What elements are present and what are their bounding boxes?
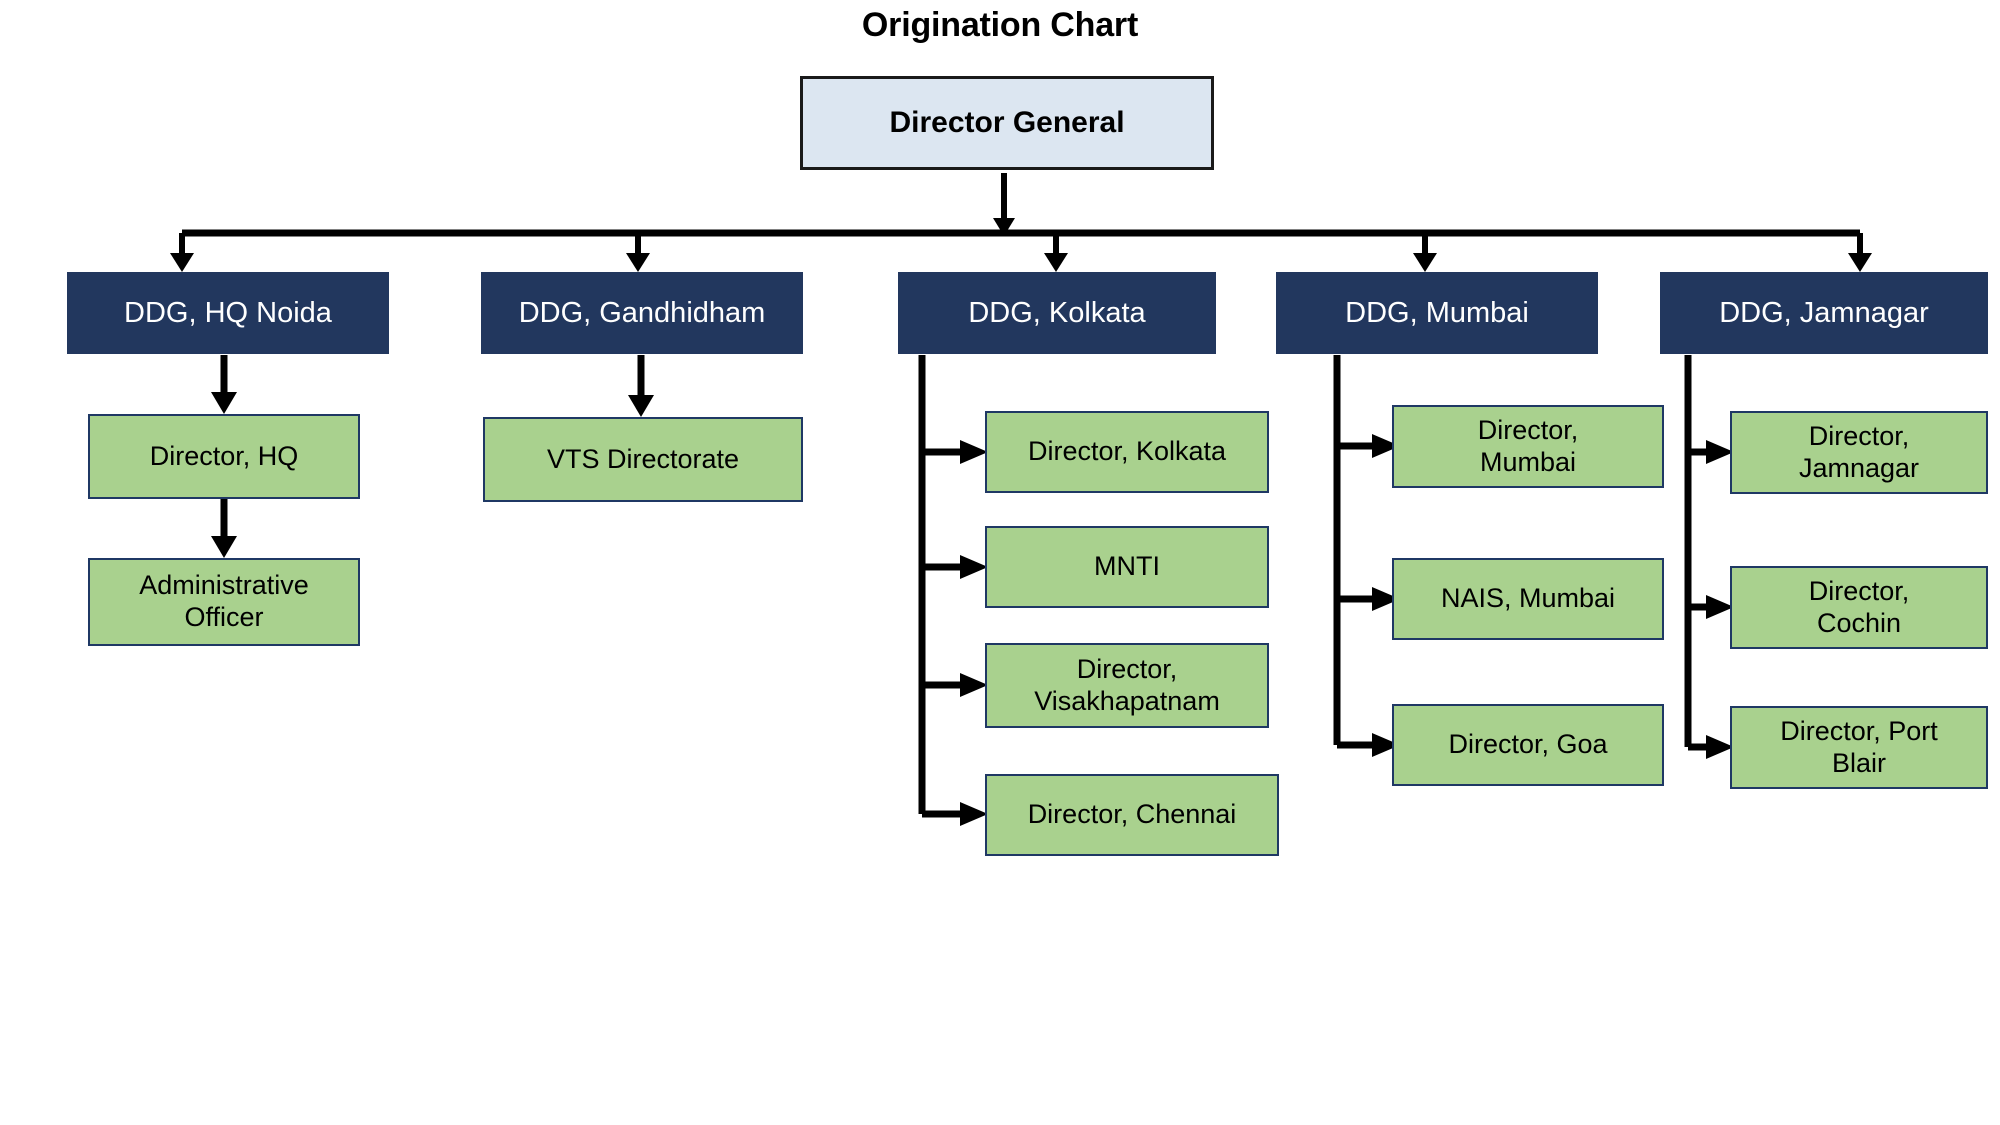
- node-label: Administrative Officer: [139, 570, 309, 632]
- node-label: Director, Visakhapatnam: [1034, 653, 1220, 716]
- node-director-jamnagar[interactable]: Director, Jamnagar: [1730, 411, 1988, 494]
- page-title: Origination Chart: [861, 6, 1139, 44]
- edge-ddg-jamnagar-to-director-cochin: [1688, 595, 1734, 619]
- edge-bus-to-ddg-jamnagar: [1848, 233, 1872, 272]
- node-director-mumbai[interactable]: Director, Mumbai: [1392, 405, 1664, 488]
- node-ddg-mumbai[interactable]: DDG, Mumbai: [1276, 272, 1598, 354]
- node-label: Director, Cochin: [1808, 575, 1910, 638]
- edge-ddg-kolkata-to-director-kolkata: [922, 440, 988, 464]
- edge-bus-to-ddg-mumbai: [1413, 233, 1437, 272]
- node-director-hq[interactable]: Director, HQ: [88, 414, 360, 499]
- node-label: MNTI: [1094, 551, 1160, 582]
- edge-bus-to-ddg-gandhidham: [626, 233, 650, 272]
- node-director-kolkata[interactable]: Director, Kolkata: [985, 411, 1269, 493]
- node-director-visakhapatnam[interactable]: Director, Visakhapatnam: [985, 643, 1269, 728]
- node-label: DDG, Jamnagar: [1719, 296, 1929, 329]
- node-ddg-gandhidham[interactable]: DDG, Gandhidham: [481, 272, 803, 354]
- edge-bus-to-ddg-hq-noida: [170, 233, 194, 272]
- node-label: DDG, Gandhidham: [518, 296, 766, 329]
- edge-ddg-hq-noida-to-director-hq: [211, 355, 237, 414]
- edge-ddg-jamnagar-to-director-jamnagar: [1688, 440, 1734, 464]
- node-director-port-blair[interactable]: Director, Port Blair: [1730, 706, 1988, 789]
- edge-ddg-kolkata-to-director-chennai: [922, 802, 988, 826]
- node-label: Director, Port Blair: [1780, 715, 1938, 778]
- node-label: DDG, Mumbai: [1345, 296, 1529, 329]
- edge-ddg-mumbai-to-director-goa: [1337, 733, 1400, 757]
- node-ddg-kolkata[interactable]: DDG, Kolkata: [898, 272, 1216, 354]
- node-label: VTS Directorate: [546, 443, 740, 474]
- edge-ddg-mumbai-to-director-mumbai: [1337, 434, 1400, 458]
- node-label: Director General: [889, 106, 1125, 140]
- edge-bus-to-ddg-kolkata: [1044, 233, 1068, 272]
- edge-ddg-kolkata-to-director-visakhapatnam: [922, 673, 988, 697]
- edge-ddg-jamnagar-to-director-port-blair: [1688, 735, 1734, 759]
- node-director-cochin[interactable]: Director, Cochin: [1730, 566, 1988, 649]
- node-director-chennai[interactable]: Director, Chennai: [985, 774, 1279, 856]
- edge-ddg-kolkata-to-mnti: [922, 555, 988, 579]
- node-mnti[interactable]: MNTI: [985, 526, 1269, 608]
- node-label: Director, Kolkata: [1027, 436, 1227, 467]
- node-vts-directorate[interactable]: VTS Directorate: [483, 417, 803, 502]
- edge-ddg-gandhidham-to-vts-directorate: [628, 355, 654, 417]
- node-director-general[interactable]: Director General: [800, 76, 1214, 170]
- node-ddg-hq-noida[interactable]: DDG, HQ Noida: [67, 272, 389, 354]
- node-label: DDG, HQ Noida: [124, 296, 332, 329]
- node-label: Director, Chennai: [1027, 799, 1237, 830]
- node-label: NAIS, Mumbai: [1440, 583, 1616, 614]
- node-label: Director, Goa: [1448, 729, 1608, 760]
- node-director-goa[interactable]: Director, Goa: [1392, 704, 1664, 786]
- node-label: Director, HQ: [149, 440, 299, 471]
- node-label: Director, Mumbai: [1477, 414, 1579, 477]
- edge-dg-to-bus: [993, 173, 1015, 236]
- edge-ddg-mumbai-to-nais-mumbai: [1337, 587, 1400, 611]
- node-administrative-officer[interactable]: Administrative Officer: [88, 558, 360, 646]
- node-ddg-jamnagar[interactable]: DDG, Jamnagar: [1660, 272, 1988, 354]
- node-nais-mumbai[interactable]: NAIS, Mumbai: [1392, 558, 1664, 640]
- node-label: Director, Jamnagar: [1798, 420, 1920, 483]
- edge-director-hq-to-administrative-officer: [211, 499, 237, 558]
- node-label: DDG, Kolkata: [968, 296, 1146, 329]
